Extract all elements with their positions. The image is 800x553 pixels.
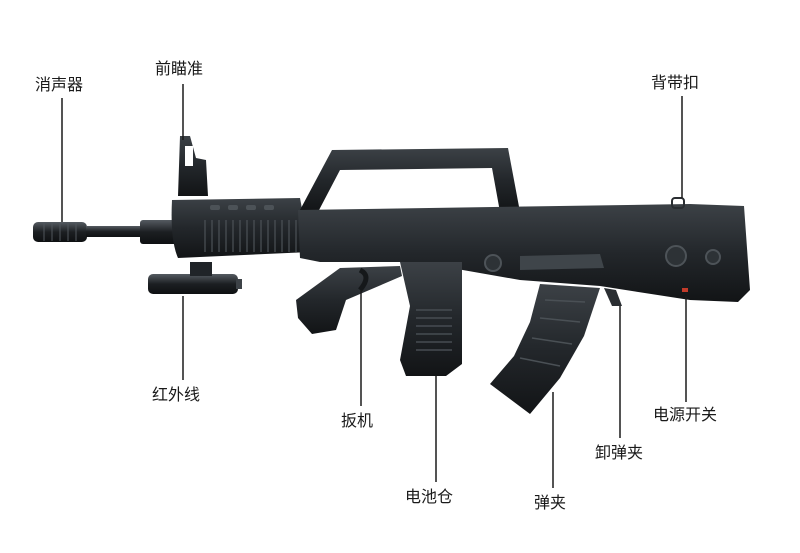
trigger-guard-part [296,266,402,334]
leader-lines [61,84,687,488]
label-power-switch: 电源开关 [653,405,718,424]
label-suppressor: 消声器 [35,75,84,94]
suppressor-part [33,222,87,242]
label-magazine: 弹夹 [534,493,567,512]
sling-buckle-part [671,197,685,209]
label-trigger: 扳机 [341,411,374,430]
pistol-grip-part [400,262,462,376]
handguard-part [171,198,310,258]
label-battery-compartment: 电池仓 [405,487,454,506]
front-sight-part [178,136,208,196]
label-sling-buckle: 背带扣 [651,73,700,92]
barrel-part [86,220,180,244]
receiver-part [298,204,750,302]
magazine-part [490,284,600,414]
label-infrared: 红外线 [152,385,201,404]
label-front-sight: 前瞄准 [155,59,204,78]
magazine-release-part [604,288,622,306]
infrared-light-part [148,262,242,294]
label-magazine-release: 卸弹夹 [595,443,644,462]
carry-handle-part [300,148,520,212]
